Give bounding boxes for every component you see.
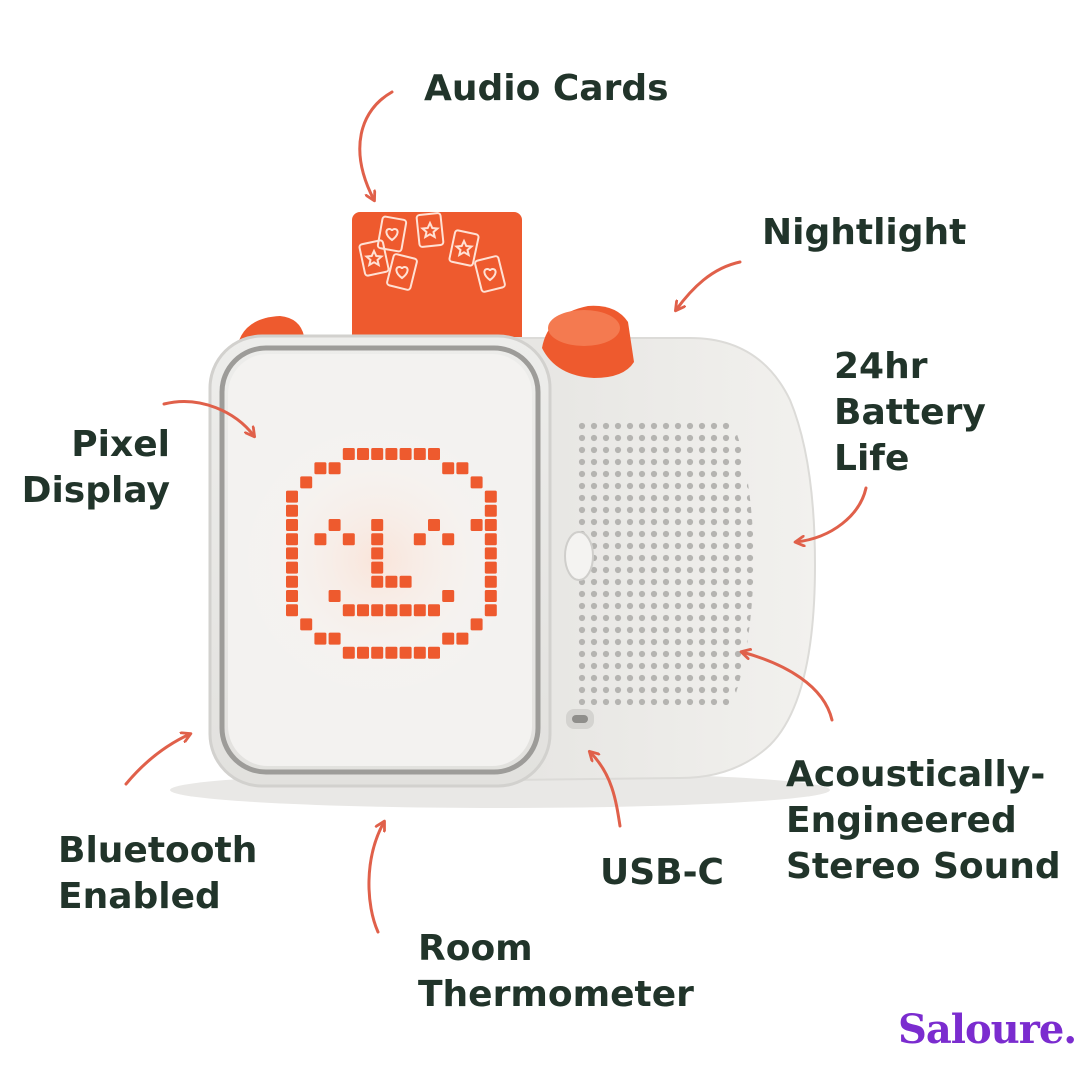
face-pixel bbox=[371, 448, 384, 460]
face-pixel bbox=[413, 646, 426, 659]
nightlight-label: Nightlight bbox=[762, 212, 967, 253]
pixel-face bbox=[286, 448, 497, 659]
brand-logo: Saloure. bbox=[898, 1006, 1077, 1053]
face-pixel bbox=[385, 604, 398, 617]
star-icon bbox=[448, 229, 480, 267]
face-pixel bbox=[428, 646, 440, 659]
face-pixel bbox=[286, 490, 298, 503]
pixel-display-label: Pixel Display bbox=[21, 424, 170, 511]
bluetooth-label: Bluetooth Enabled bbox=[58, 830, 258, 917]
face-pixel bbox=[328, 632, 341, 645]
star-icon bbox=[358, 239, 390, 277]
speaker-grille bbox=[578, 420, 754, 705]
face-pixel bbox=[357, 646, 369, 659]
face-pixel bbox=[342, 448, 355, 460]
face-pixel bbox=[442, 533, 455, 546]
bluetooth-arrow bbox=[124, 734, 190, 786]
face-pixel bbox=[442, 590, 455, 602]
face-pixel bbox=[470, 519, 483, 531]
star-icon bbox=[415, 212, 445, 248]
face-pixel bbox=[371, 547, 384, 560]
face-pixel bbox=[286, 604, 298, 617]
face-pixel bbox=[484, 490, 497, 503]
face-pixel bbox=[385, 646, 398, 659]
audio-cards-arrow bbox=[358, 90, 394, 200]
face-pixel bbox=[484, 604, 497, 617]
face-pixel bbox=[371, 519, 384, 531]
face-pixel bbox=[371, 604, 384, 617]
face-pixel bbox=[314, 533, 327, 546]
screen-bezel bbox=[219, 345, 541, 775]
face-pixel bbox=[286, 590, 298, 602]
sound-arrow bbox=[742, 652, 834, 722]
face-pixel bbox=[286, 575, 298, 588]
face-pixel bbox=[314, 462, 327, 475]
face-pixel bbox=[328, 590, 341, 602]
face-pixel bbox=[371, 533, 384, 546]
face-pixel bbox=[286, 533, 298, 546]
face-pixel bbox=[399, 575, 412, 588]
face-pixel bbox=[442, 632, 455, 645]
face-pixel bbox=[470, 476, 483, 489]
nightlight-knob bbox=[542, 305, 634, 378]
face-pixel bbox=[484, 561, 497, 574]
face-pixel bbox=[328, 519, 341, 531]
heart-icon bbox=[474, 255, 506, 293]
battery-label: 24hr Battery Life bbox=[834, 346, 986, 479]
face-pixel bbox=[286, 504, 298, 517]
face-pixel bbox=[413, 533, 426, 546]
face-pixel bbox=[328, 462, 341, 475]
side-button bbox=[564, 531, 594, 581]
face-pixel bbox=[428, 519, 440, 531]
face-pixel bbox=[357, 604, 369, 617]
face-pixel bbox=[470, 618, 483, 631]
face-pixel bbox=[428, 604, 440, 617]
face-pixel bbox=[371, 561, 384, 574]
face-pixel bbox=[484, 575, 497, 588]
face-pixel bbox=[342, 533, 355, 546]
face-pixel bbox=[385, 448, 398, 460]
usb-c-port bbox=[566, 709, 594, 729]
face-pixel bbox=[286, 519, 298, 531]
audio-cards-label: Audio Cards bbox=[424, 68, 669, 109]
face-pixel bbox=[456, 632, 469, 645]
face-pixel bbox=[399, 646, 412, 659]
battery-arrow bbox=[796, 486, 868, 542]
face-pixel bbox=[385, 575, 398, 588]
face-pixel bbox=[413, 604, 426, 617]
face-pixel bbox=[484, 547, 497, 560]
face-pixel bbox=[357, 448, 369, 460]
face-pixel bbox=[484, 590, 497, 602]
pixel-display-arrow bbox=[162, 400, 254, 436]
audio-card bbox=[352, 212, 522, 352]
face-pixel bbox=[300, 618, 313, 631]
stereo-sound-label: Acoustically- Engineered Stereo Sound bbox=[786, 754, 1061, 887]
face-pixel bbox=[484, 504, 497, 517]
face-pixel bbox=[413, 448, 426, 460]
heart-icon bbox=[376, 215, 408, 253]
face-pixel bbox=[399, 604, 412, 617]
face-pixel bbox=[300, 476, 313, 489]
face-pixel bbox=[399, 448, 412, 460]
face-pixel bbox=[484, 519, 497, 531]
thermometer-arrow bbox=[367, 822, 384, 934]
face-pixel bbox=[342, 604, 355, 617]
face-pixel bbox=[342, 646, 355, 659]
face-pixel bbox=[314, 632, 327, 645]
face-pixel bbox=[442, 462, 455, 475]
nightlight-arrow bbox=[676, 260, 742, 310]
usb-arrow bbox=[590, 752, 622, 828]
face-pixel bbox=[286, 561, 298, 574]
thermometer-label: Room Thermometer bbox=[418, 928, 694, 1015]
face-pixel bbox=[456, 462, 469, 475]
face-pixel bbox=[428, 448, 440, 460]
face-pixel bbox=[371, 646, 384, 659]
heart-icon bbox=[386, 253, 418, 291]
face-pixel bbox=[484, 533, 497, 546]
face-pixel bbox=[371, 575, 384, 588]
face-pixel bbox=[286, 547, 298, 560]
usb-c-label: USB-C bbox=[600, 852, 724, 893]
